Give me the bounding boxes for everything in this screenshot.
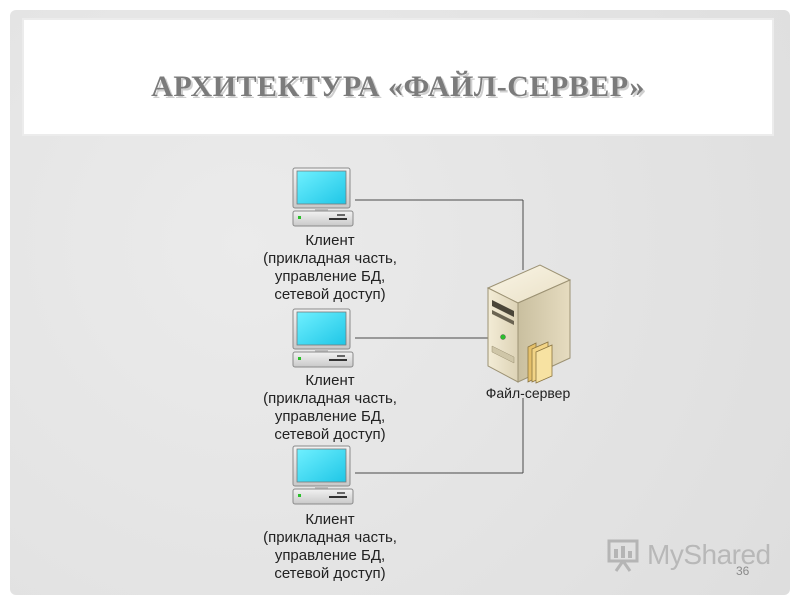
client-desc-line: (прикладная часть, <box>263 529 397 546</box>
slide-title: АРХИТЕКТУРА «ФАЙЛ-СЕРВЕР» <box>151 70 645 103</box>
client-desc-line: (прикладная часть, <box>263 250 397 267</box>
page-number: 36 <box>736 564 750 578</box>
client-label: Клиент (прикладная часть, управление БД,… <box>250 511 410 583</box>
connector-lines <box>355 199 524 474</box>
client-title: Клиент <box>305 372 355 389</box>
client-desc-line: (прикладная часть, <box>263 390 397 407</box>
client-label: Клиент (прикладная часть, управление БД,… <box>250 372 410 444</box>
client-desc-line: управление БД, <box>274 408 386 425</box>
title-box: АРХИТЕКТУРА «ФАЙЛ-СЕРВЕР» <box>22 18 774 136</box>
client-title: Клиент <box>305 511 355 528</box>
watermark-logo: MyShared <box>605 537 771 573</box>
computer-icon <box>292 167 354 227</box>
client-desc-line: сетевой доступ) <box>274 565 386 582</box>
server-label: Файл-сервер <box>485 385 571 401</box>
client-title: Клиент <box>305 232 355 249</box>
folder-icon <box>527 341 553 384</box>
client-desc-line: управление БД, <box>274 547 386 564</box>
watermark-text: MyShared <box>647 539 771 570</box>
computer-icon <box>292 308 354 368</box>
computer-icon <box>292 445 354 505</box>
client-desc-line: сетевой доступ) <box>274 286 386 303</box>
client-desc-line: сетевой доступ) <box>274 426 386 443</box>
client-desc-line: управление БД, <box>274 268 386 285</box>
presentation-icon <box>607 539 639 572</box>
client-label: Клиент (прикладная часть, управление БД,… <box>250 232 410 304</box>
